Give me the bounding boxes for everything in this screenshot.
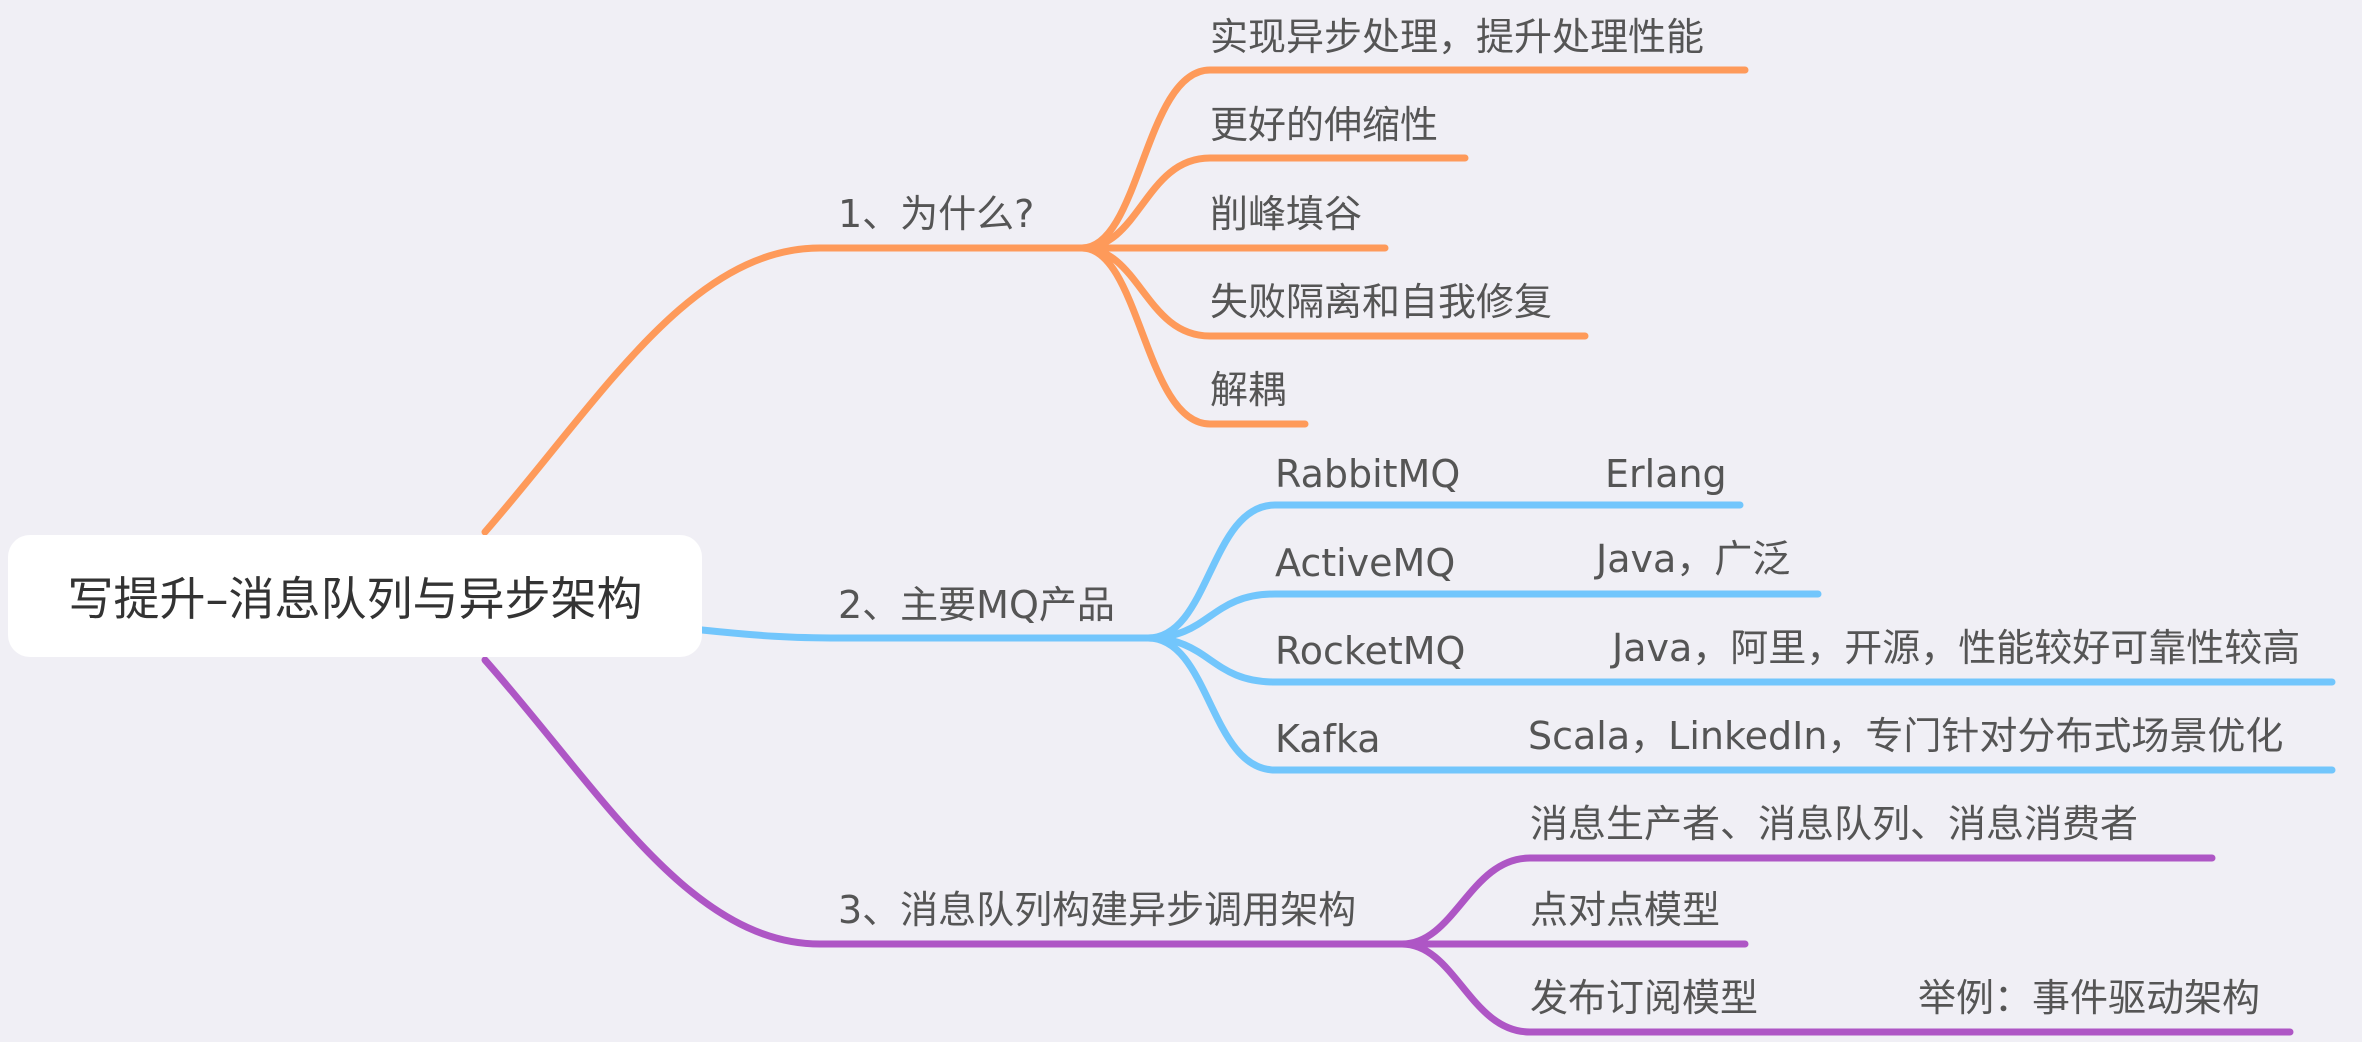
- branch-1-child-3[interactable]: 削峰填谷: [1210, 192, 1363, 236]
- link-b2-c4: [1144, 634, 2336, 774]
- branch-2-child-3-detail[interactable]: Java，阿里，开源，性能较好可靠性较高: [1612, 626, 2301, 670]
- branch-1-child-1[interactable]: 实现异步处理，提升处理性能: [1210, 15, 1705, 59]
- link-b1-c1: [1078, 66, 1749, 252]
- branch-1-connectors: [481, 66, 1749, 536]
- branch-2-child-4[interactable]: Kafka: [1275, 717, 1381, 761]
- link-b2-c1: [1144, 501, 1744, 642]
- link-b2-c2: [1144, 590, 1822, 642]
- link-b1-c5: [1078, 244, 1309, 428]
- branch-3-child-2[interactable]: 点对点模型: [1530, 888, 1721, 932]
- link-b1-c2: [1078, 154, 1469, 252]
- branch-2-child-4-detail[interactable]: Scala，LinkedIn，专门针对分布式场景优化: [1528, 714, 2284, 758]
- link-b3-c1: [1398, 854, 2216, 948]
- branch-1-child-4[interactable]: 失败隔离和自我修复: [1210, 280, 1553, 324]
- branch-2-child-1-detail[interactable]: Erlang: [1605, 452, 1727, 496]
- branch-2-child-2[interactable]: ActiveMQ: [1275, 541, 1456, 585]
- branch-3-child-3-detail[interactable]: 举例：事件驱动架构: [1918, 976, 2261, 1020]
- link-b2-c3: [1144, 634, 2336, 686]
- root-topic[interactable]: 写提升–消息队列与异步架构: [8, 535, 702, 657]
- branch-3-connectors: [481, 656, 2294, 1036]
- branch-1-child-2[interactable]: 更好的伸缩性: [1210, 103, 1439, 147]
- branch-2-connectors: [698, 501, 2336, 774]
- branch-3-child-3[interactable]: 发布订阅模型: [1530, 976, 1759, 1020]
- link-b3-c3: [1398, 940, 2294, 1036]
- root-to-branch-1-link: [481, 244, 824, 536]
- branch-1-child-5[interactable]: 解耦: [1210, 368, 1287, 412]
- branch-1-topic[interactable]: 1、为什么?: [838, 192, 1035, 236]
- branch-2-child-3[interactable]: RocketMQ: [1275, 629, 1466, 673]
- root-to-branch-3-link: [481, 656, 824, 948]
- root-to-branch-2-link: [698, 626, 844, 642]
- branch-3-topic[interactable]: 3、消息队列构建异步调用架构: [838, 888, 1357, 932]
- branch-2-child-2-detail[interactable]: Java，广泛: [1596, 537, 1791, 581]
- branch-3-child-1[interactable]: 消息生产者、消息队列、消息消费者: [1530, 802, 2139, 846]
- branch-2-topic[interactable]: 2、主要MQ产品: [838, 583, 1115, 627]
- branch-2-child-1[interactable]: RabbitMQ: [1275, 452, 1461, 496]
